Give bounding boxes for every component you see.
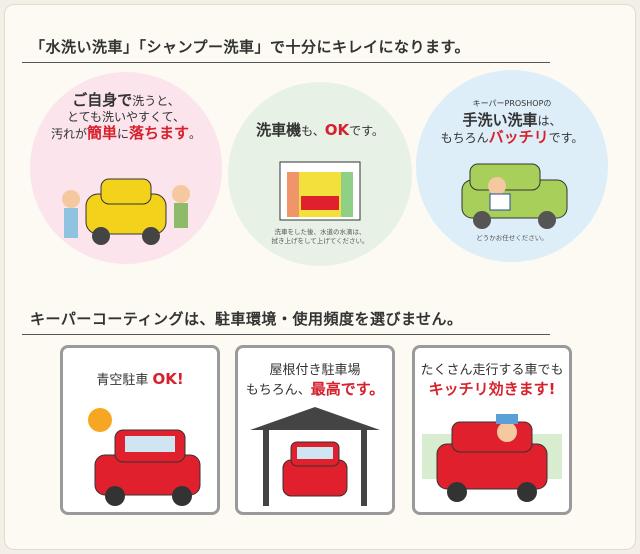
proshop-text: キーパーPROSHOPの 手洗い洗車は、 もちろんバッチリです。 [440, 99, 584, 146]
machine-text: 洗車機も、OKです。 [256, 121, 384, 139]
family-washing-car-illustration [62, 178, 190, 245]
machine-note-1: 洗車をした後、水道の水滴は、 [274, 228, 366, 236]
machine-note-2: 拭き上げをして上げてください。 [271, 237, 369, 245]
section-heading-washing: 「水洗い洗車」「シャンプー洗車」で十分にキレイになります。 [30, 38, 471, 56]
outdoor-parking-card: 青空駐車 OK! [60, 345, 220, 515]
divider [22, 62, 550, 63]
red-car-sunny-illustration [88, 408, 201, 506]
high-mileage-card: たくさん走行する車でもキッチリ効きます! [412, 345, 572, 515]
self-wash-text: ご自身で洗うと、 とても洗いやすくて、 汚れが簡単に落ちます。 [50, 91, 202, 142]
covered-parking-card: 屋根付き駐車場もちろん、最高です。 [235, 345, 395, 515]
proshop-hand-wash-circle: キーパーPROSHOPの 手洗い洗車は、 もちろんバッチリです。 どうかお任せく… [416, 70, 608, 262]
proshop-note: どうかお任せください。 [476, 234, 548, 242]
driving-car-illustration [422, 414, 562, 502]
section-heading-parking: キーパーコーティングは、駐車環境・使用頻度を選びません。 [30, 310, 463, 328]
garage-car-illustration [250, 407, 380, 506]
hand-wash-car-illustration [461, 163, 568, 229]
car-wash-machine-circle: 洗車機も、OKです。 洗車をした後、水道の水滴は、 拭き上げをして上げてください… [228, 82, 412, 266]
self-wash-circle: ご自身で洗うと、 とても洗いやすくて、 汚れが簡単に落ちます。 [30, 72, 222, 264]
car-wash-machine-illustration [279, 161, 361, 221]
divider [22, 334, 550, 335]
